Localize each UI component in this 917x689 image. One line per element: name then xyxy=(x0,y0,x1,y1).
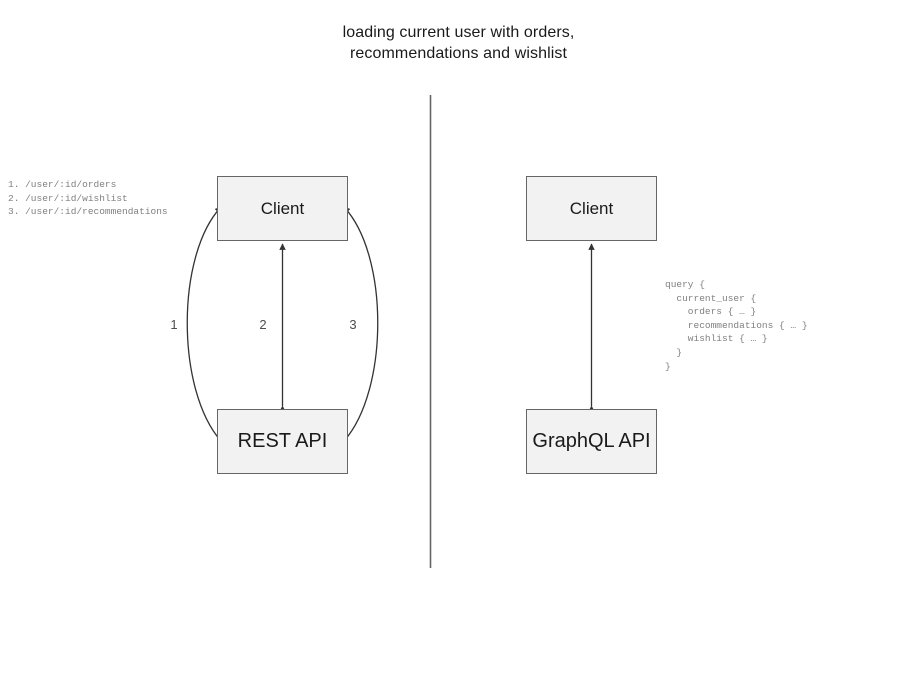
node-rest-api-label: REST API xyxy=(237,430,328,452)
edge-1-curve xyxy=(186,206,228,448)
node-rest-api[interactable]: REST API xyxy=(217,409,348,474)
rest-endpoint-list: 1. /user/:id/orders 2. /user/:id/wishlis… xyxy=(8,179,168,218)
node-graphql-api[interactable]: GraphQL API xyxy=(526,409,657,474)
node-client-graphql[interactable]: Client xyxy=(526,176,657,241)
edge-3-curve xyxy=(337,206,379,448)
edge-label-1: 1 xyxy=(170,317,178,332)
node-graphql-api-label: GraphQL API xyxy=(532,430,651,452)
node-client-graphql-label: Client xyxy=(569,198,614,218)
diagram-title: loading current user with orders, recomm… xyxy=(342,24,575,62)
graphql-query-snippet: query { current_user { orders { … } reco… xyxy=(665,279,808,372)
edge-label-3: 3 xyxy=(349,317,357,332)
edge-label-2: 2 xyxy=(259,317,267,332)
node-client-rest-label: Client xyxy=(260,198,305,218)
node-client-rest[interactable]: Client xyxy=(217,176,348,241)
